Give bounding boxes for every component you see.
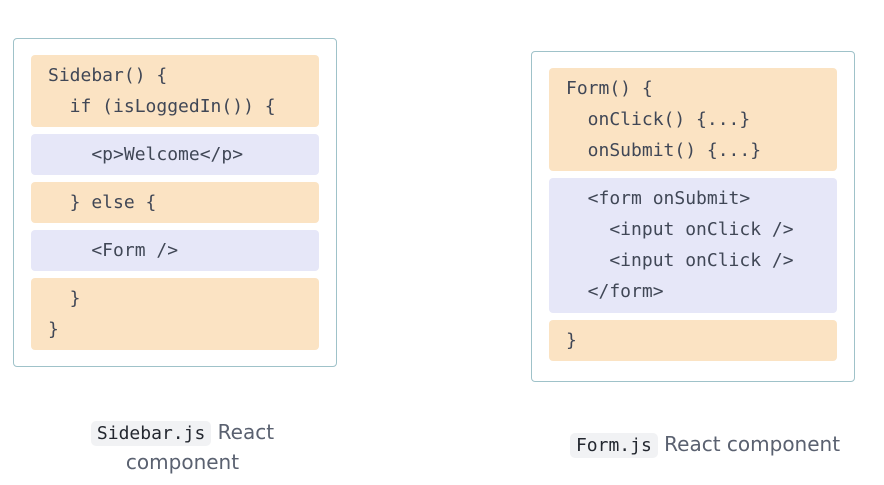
code-line: <Form />	[48, 240, 179, 261]
sidebar-component-block-1: Sidebar() { if (isLoggedIn()) {	[31, 55, 319, 127]
code-line: Sidebar() {	[48, 65, 168, 86]
form-code-panel: Form() { onClick() {...} onSubmit() {...…	[531, 51, 855, 382]
code-line: }	[48, 288, 81, 309]
sidebar-component-block-2: } else {	[31, 182, 319, 223]
sidebar-markup-block-1: <p>Welcome</p>	[31, 134, 319, 175]
code-line: onClick() {...}	[566, 109, 751, 130]
code-line: if (isLoggedIn()) {	[48, 96, 276, 117]
code-line: <input onClick />	[566, 219, 794, 240]
code-line: }	[566, 330, 577, 351]
sidebar-caption-text: React component	[125, 420, 275, 474]
sidebar-caption: Sidebar.js React component	[60, 418, 305, 476]
sidebar-filename: Sidebar.js	[90, 421, 212, 446]
code-line: <input onClick />	[566, 250, 794, 271]
sidebar-code-panel: Sidebar() { if (isLoggedIn()) { <p>Welco…	[13, 38, 337, 367]
code-line: } else {	[48, 192, 157, 213]
sidebar-markup-block-2: <Form />	[31, 230, 319, 271]
form-filename: Form.js	[569, 433, 658, 458]
form-component-block-2: }	[549, 320, 837, 361]
form-markup-block-1: <form onSubmit> <input onClick /> <input…	[549, 178, 837, 313]
code-line: </form>	[566, 281, 664, 302]
code-line: }	[48, 319, 59, 340]
form-caption-text: React component	[657, 432, 841, 456]
sidebar-component-block-3: } }	[31, 278, 319, 350]
code-line: onSubmit() {...}	[566, 140, 762, 161]
form-caption: Form.js React component	[540, 430, 870, 460]
code-line: Form() {	[566, 78, 653, 99]
form-component-block-1: Form() { onClick() {...} onSubmit() {...…	[549, 68, 837, 171]
code-line: <p>Welcome</p>	[48, 144, 244, 165]
code-line: <form onSubmit>	[566, 188, 751, 209]
